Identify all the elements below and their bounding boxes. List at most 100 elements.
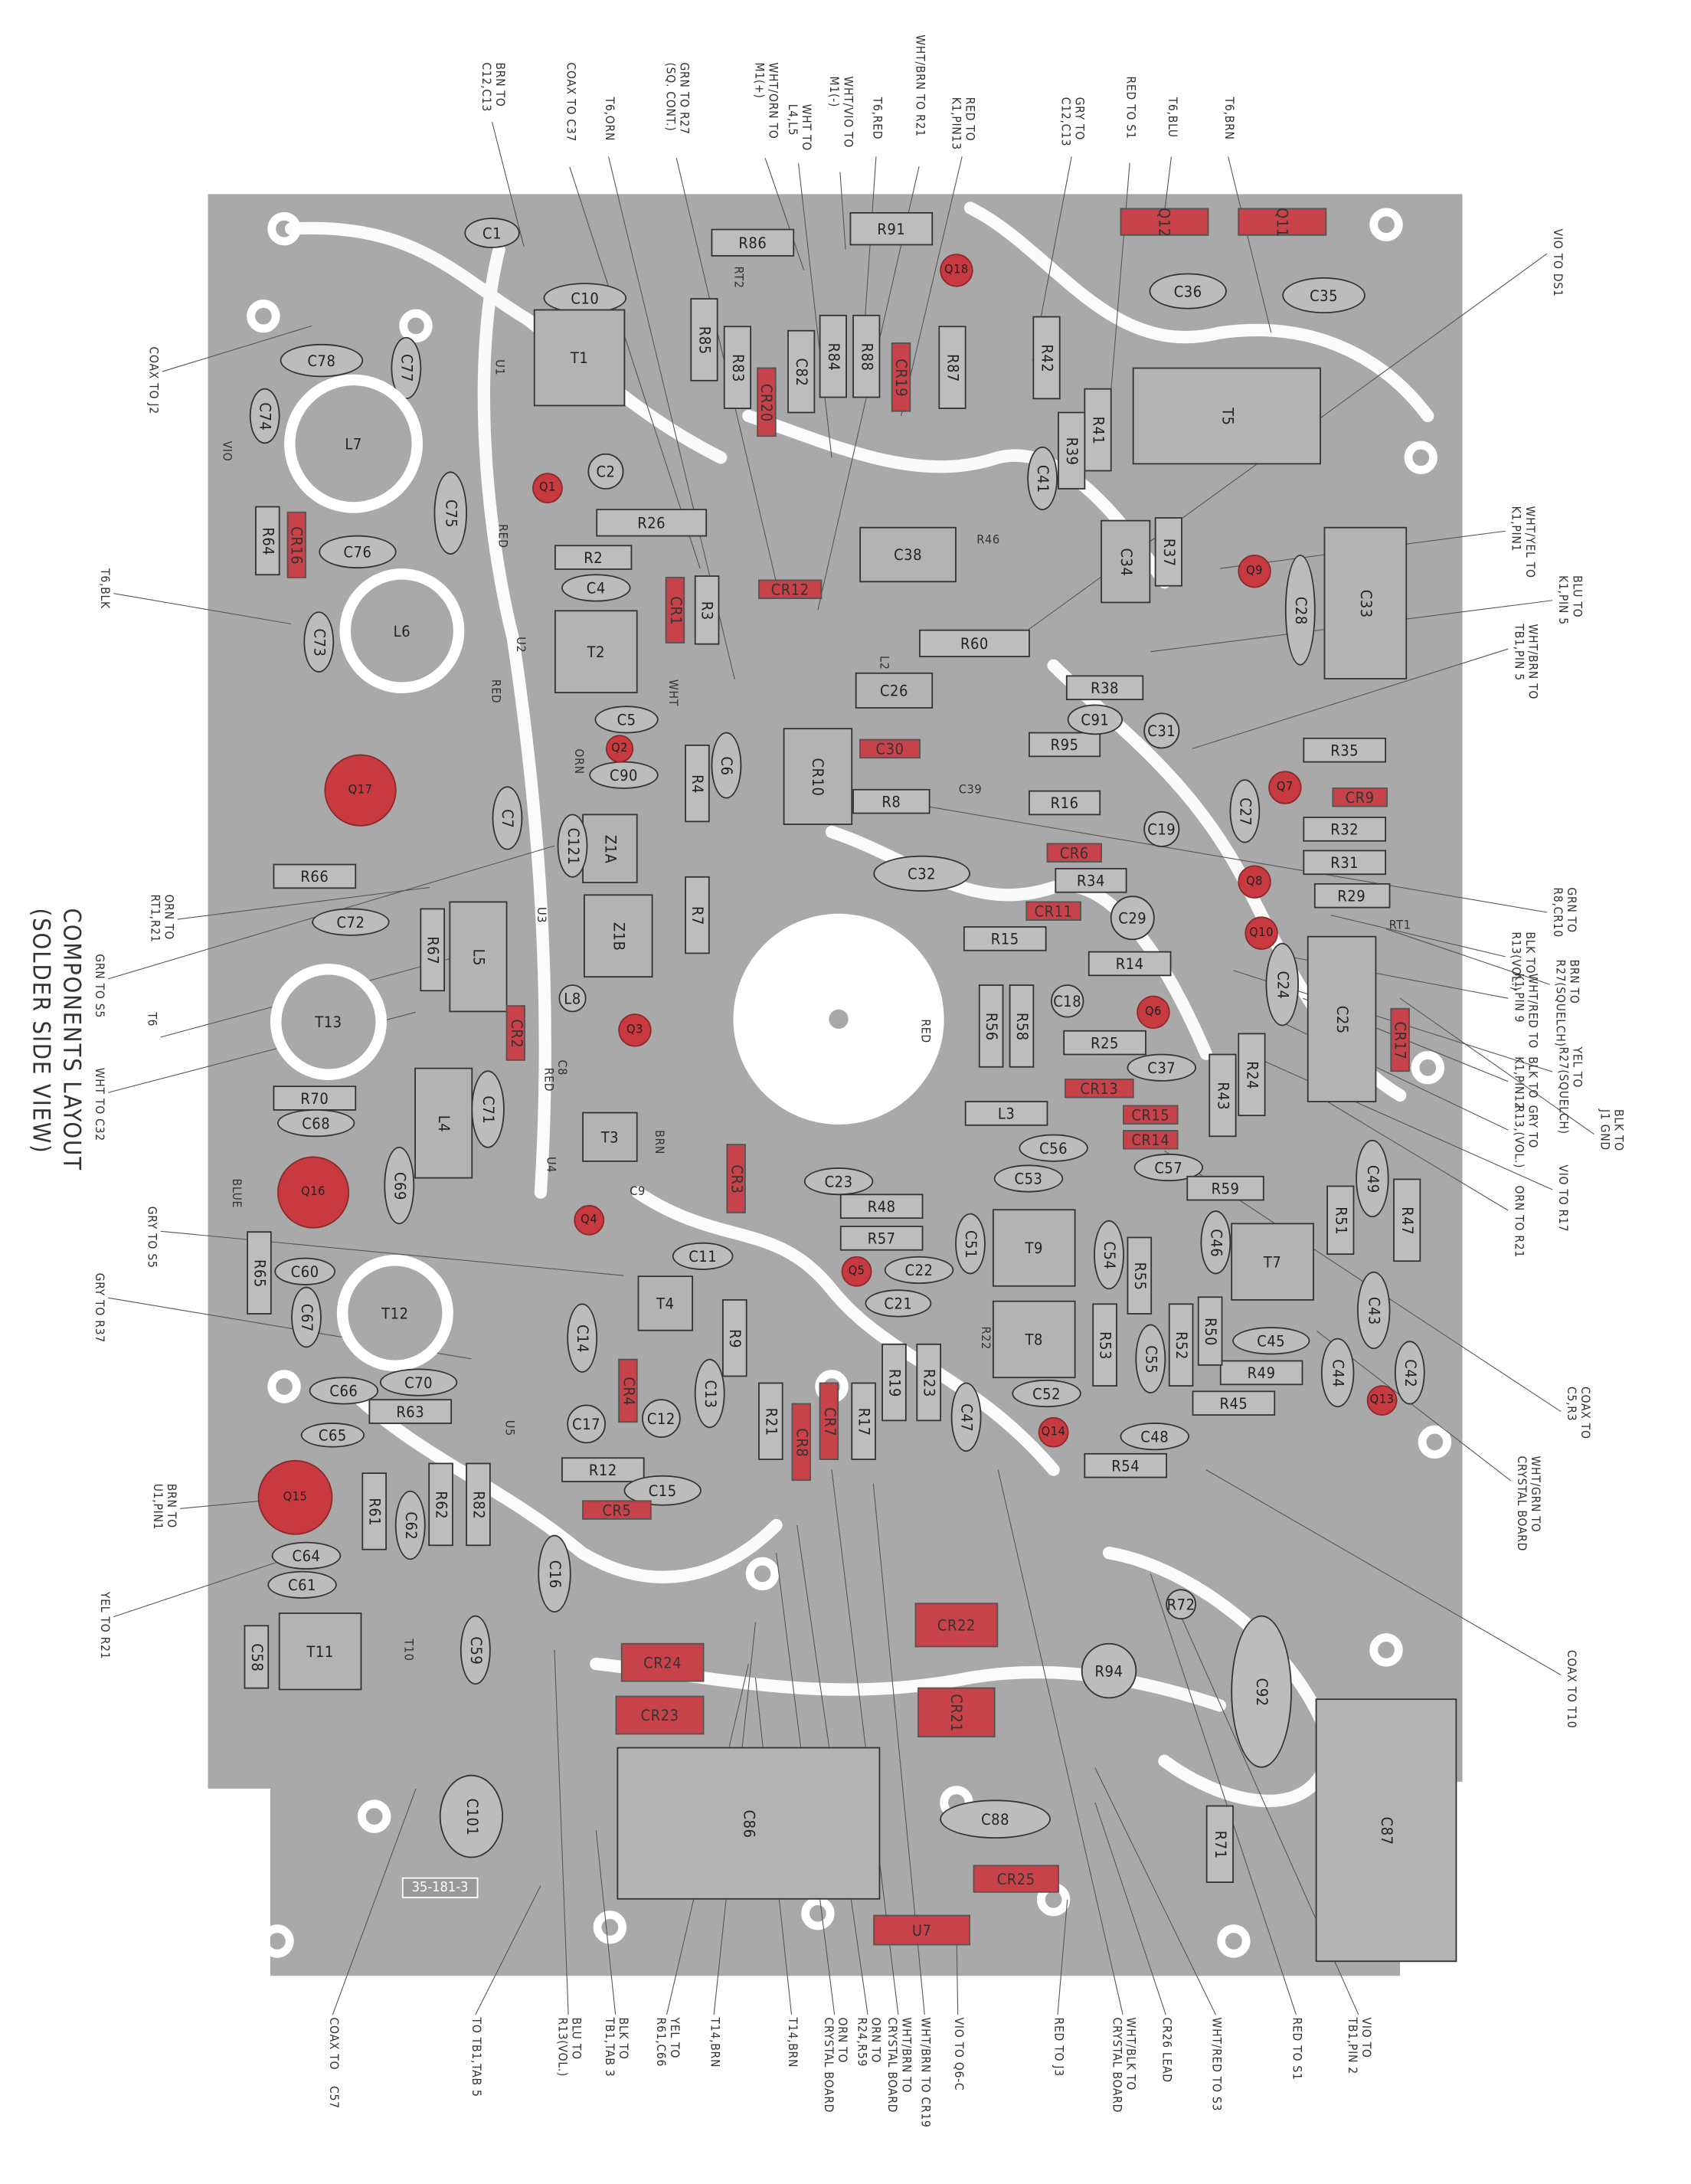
component-cr20: CR20 <box>757 367 777 437</box>
component-c7: C7 <box>492 786 523 850</box>
component-t5: T5 <box>1132 367 1321 465</box>
t-label: T13 <box>315 1013 342 1031</box>
wire-label-right: WHT/GRN TO CRYSTAL BOARD <box>1513 1455 1542 1552</box>
r-label: R95 <box>1050 735 1079 754</box>
leader-line <box>1094 1802 1166 2015</box>
cr-label: CR8 <box>792 1427 810 1457</box>
r-label: R61 <box>365 1497 384 1526</box>
mounting-hole <box>260 1924 294 1958</box>
c-label: C59 <box>466 1636 485 1665</box>
wire-label-right: VIO TO DS1 <box>1549 228 1564 297</box>
component-c5: C5 <box>594 706 659 734</box>
cr-label: CR24 <box>643 1653 682 1672</box>
component-r12: R12 <box>561 1457 645 1482</box>
c-label: C11 <box>689 1247 718 1266</box>
c-label: C92 <box>1252 1677 1271 1706</box>
component-r63: R63 <box>368 1399 453 1424</box>
component-c52: C52 <box>1012 1379 1081 1408</box>
r-label: R66 <box>300 867 329 886</box>
c-label: C65 <box>318 1426 347 1445</box>
r-label: R50 <box>1201 1317 1219 1346</box>
component-c14: C14 <box>567 1303 598 1373</box>
component-c21: C21 <box>865 1289 932 1318</box>
c-label: C21 <box>884 1294 913 1313</box>
component-r25: R25 <box>1063 1030 1146 1056</box>
r-label: R45 <box>1219 1393 1248 1413</box>
r-label: R84 <box>824 342 842 371</box>
c-label: C88 <box>981 1809 1010 1829</box>
component-c72: C72 <box>312 908 390 936</box>
r-label: R55 <box>1130 1261 1149 1290</box>
c-label: C66 <box>329 1381 358 1400</box>
r-label: R48 <box>867 1197 896 1216</box>
r-label: R57 <box>867 1229 896 1248</box>
component-q13: Q13 <box>1366 1385 1398 1416</box>
wire-label-bottom: WHT/BLK TO CRYSTAL BOARD <box>1109 2017 1137 2114</box>
component-r71: R71 <box>1205 1805 1234 1883</box>
component-c6: C6 <box>711 732 742 799</box>
q-label: Q14 <box>1041 1425 1066 1439</box>
wire-label-right: BLK TO K1,PIN12 <box>1510 1056 1539 1110</box>
q-label: Q13 <box>1369 1393 1395 1408</box>
component-r59: R59 <box>1186 1175 1264 1201</box>
r-label: R34 <box>1077 871 1105 890</box>
component-cr10: CR10 <box>783 728 853 825</box>
component-r46: R46 <box>967 531 1009 550</box>
r-label: R59 <box>1211 1179 1240 1197</box>
component-r22: R22 <box>972 1318 997 1359</box>
r-label: R22 <box>977 1326 992 1350</box>
component-r58: R58 <box>1009 984 1035 1068</box>
component-r48: R48 <box>839 1194 924 1219</box>
r-label: R51 <box>1331 1206 1350 1235</box>
c-label: C6 <box>717 755 736 775</box>
q-label: Q7 <box>1276 781 1294 795</box>
component-r17: R17 <box>851 1382 876 1460</box>
r-label: R62 <box>431 1490 450 1519</box>
component-c43: C43 <box>1356 1271 1391 1350</box>
mounting-hole <box>1217 1924 1251 1958</box>
wire-label-bottom: YEL TO R61,C66 <box>653 2017 681 2068</box>
r-label: R70 <box>300 1089 329 1108</box>
c-label: C32 <box>908 864 937 883</box>
r-label: R52 <box>1172 1331 1190 1360</box>
component-r26: R26 <box>596 509 708 537</box>
r-label: R87 <box>943 353 962 382</box>
leader-line <box>764 158 805 271</box>
wire-label-bottom: T14,BRN <box>707 2017 721 2068</box>
r-label: R56 <box>982 1011 1000 1040</box>
mounting-hole <box>267 211 301 246</box>
c-label: C36 <box>1173 282 1202 300</box>
component-cr2: CR2 <box>505 1005 525 1061</box>
component-rt1: RT1 <box>1382 912 1418 940</box>
wire-label-right: WHT/YEL TO K1,PIN1 <box>1508 506 1536 578</box>
component-c54: C54 <box>1094 1220 1124 1290</box>
wire-label-left: YEL TO R21 <box>96 1591 111 1660</box>
c-label: C74 <box>255 401 274 431</box>
component-r65: R65 <box>247 1231 272 1315</box>
component-t1: T1 <box>533 309 626 407</box>
component-r70: R70 <box>273 1085 357 1111</box>
trace-color-label: VIO <box>218 440 234 462</box>
wire-label-top: RED TO S1 <box>1123 76 1137 139</box>
component-q3: Q3 <box>618 1013 652 1047</box>
component-c91: C91 <box>1067 704 1124 735</box>
c-label: C8 <box>554 1059 569 1076</box>
leader-line <box>595 1830 617 2015</box>
t-label: T12 <box>381 1304 409 1322</box>
component-cr24: CR24 <box>620 1642 705 1682</box>
r-label: R60 <box>960 634 989 653</box>
mounting-hole <box>745 1557 780 1591</box>
component-c1: C1 <box>464 218 520 248</box>
r-label: R88 <box>857 342 876 371</box>
mounting-hole <box>1369 1633 1403 1667</box>
r-label: R31 <box>1330 853 1359 872</box>
leader-line <box>1108 162 1130 417</box>
component-cr12: CR12 <box>758 579 823 599</box>
component-cr11: CR11 <box>1025 901 1081 921</box>
wire-label-left: T6 <box>144 1012 159 1027</box>
component-c71: C71 <box>471 1070 505 1148</box>
c-label: C43 <box>1364 1295 1383 1324</box>
component-c22: C22 <box>884 1256 954 1285</box>
leader-line <box>1192 648 1509 749</box>
wire-label-top: T6,RED <box>868 97 883 140</box>
